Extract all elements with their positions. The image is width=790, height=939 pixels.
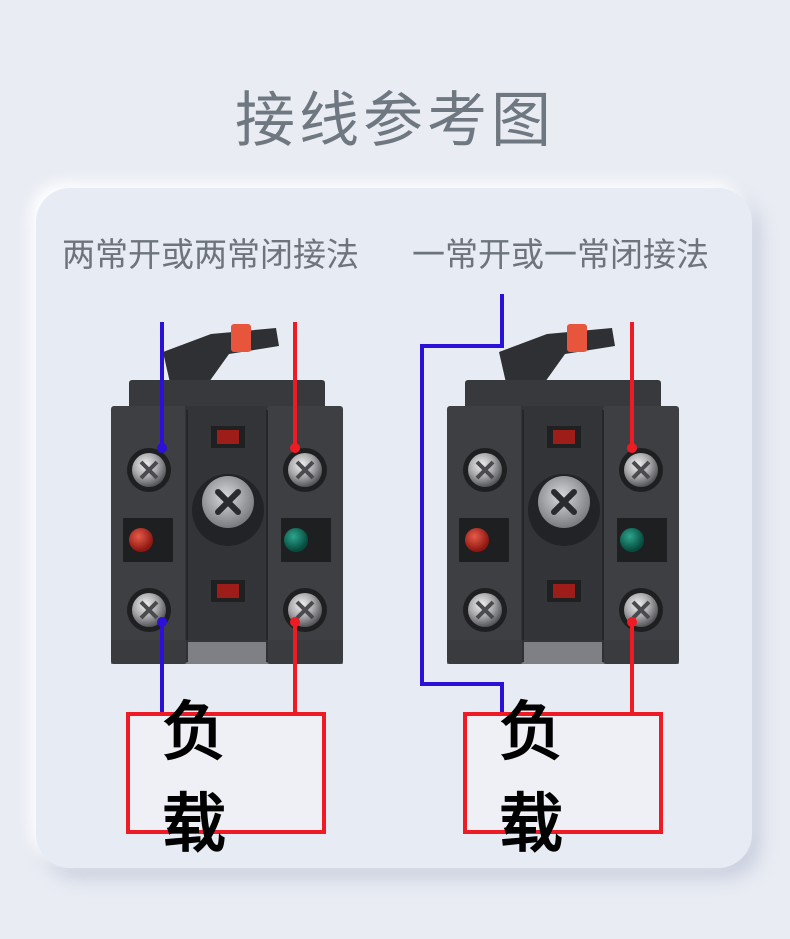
- right-wiring: [420, 294, 637, 712]
- right-caption: 一常开或一常闭接法: [412, 235, 709, 274]
- right-red-indicator: [465, 528, 489, 552]
- right-load-box: 负 载: [463, 696, 663, 862]
- left-load-label: 负 载: [162, 696, 258, 862]
- left-switch: [111, 324, 343, 664]
- left-load-box: 负 载: [126, 696, 326, 862]
- left-caption: 两常开或两常闭接法: [62, 235, 359, 274]
- right-green-indicator: [620, 528, 644, 552]
- left-green-indicator: [284, 528, 308, 552]
- left-red-indicator: [129, 528, 153, 552]
- right-load-label: 负 载: [499, 696, 595, 862]
- left-wiring: [157, 322, 300, 712]
- page-title: 接线参考图: [235, 86, 555, 156]
- right-switch: [447, 324, 679, 664]
